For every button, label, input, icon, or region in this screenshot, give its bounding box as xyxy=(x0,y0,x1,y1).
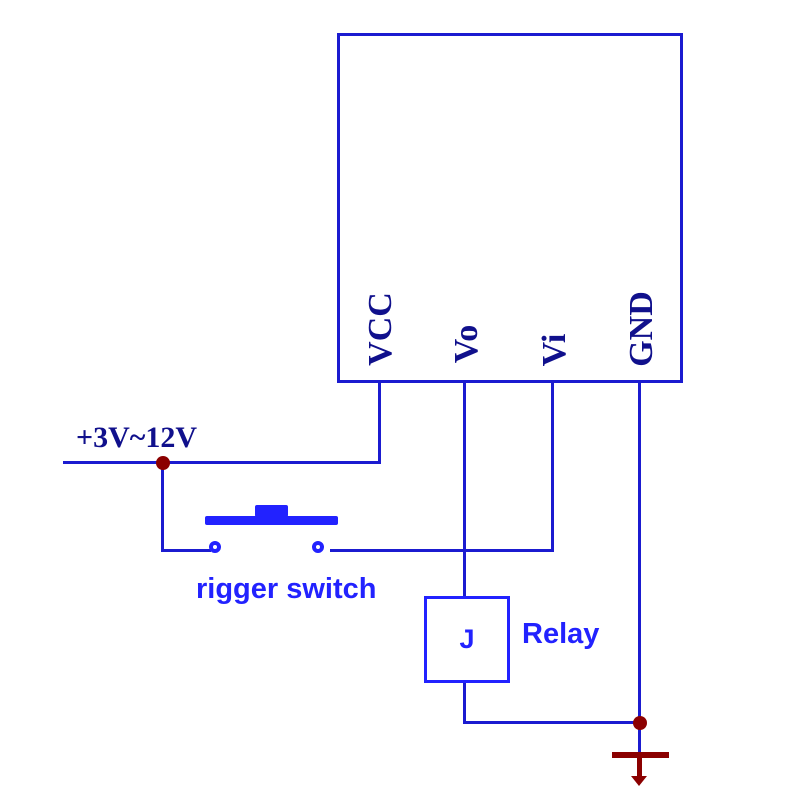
wire-vo-pin xyxy=(463,383,466,596)
wire-gnd-pin xyxy=(638,383,641,754)
wire-vi-pin xyxy=(551,383,554,552)
wire-switch-to-vi xyxy=(330,549,554,552)
ground-bar xyxy=(612,752,669,758)
switch-label: rigger switch xyxy=(196,573,377,605)
pin-label-gnd: GND xyxy=(623,291,660,367)
pin-label-vi: Vi xyxy=(536,333,573,367)
relay-box-label: J xyxy=(459,624,475,654)
ground-tip xyxy=(631,776,647,786)
wire-power-branch xyxy=(161,461,164,552)
junction-dot-power xyxy=(156,456,170,470)
switch-button-cap xyxy=(255,505,288,517)
wire-vcc-pin xyxy=(378,383,381,464)
pin-label-vcc: VCC xyxy=(362,292,399,366)
switch-contact-bar xyxy=(205,516,338,525)
relay-box: J xyxy=(424,596,510,683)
wire-relay-to-gnd xyxy=(463,721,642,724)
pin-label-vo: Vo xyxy=(448,324,485,364)
switch-terminal-right xyxy=(312,541,324,553)
relay-label: Relay xyxy=(522,618,600,650)
wire-power-rail xyxy=(63,461,381,464)
switch-terminal-left xyxy=(209,541,221,553)
wire-relay-bottom xyxy=(463,681,466,724)
ground-stub xyxy=(637,758,642,778)
power-label: +3V~12V xyxy=(76,421,198,454)
wire-to-switch xyxy=(161,549,211,552)
module-box xyxy=(337,33,683,383)
junction-dot-gnd xyxy=(633,716,647,730)
